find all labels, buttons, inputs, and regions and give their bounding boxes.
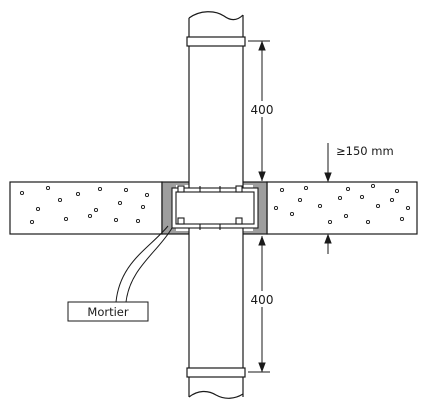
slab-right xyxy=(266,181,418,235)
callout-label: Mortier xyxy=(87,305,128,319)
pipe-collar-top xyxy=(186,36,246,47)
concrete-slab xyxy=(9,181,418,235)
pipe-break-bottom xyxy=(188,390,244,399)
sleeve xyxy=(171,185,259,230)
dimension-bottom-label: 400 xyxy=(251,293,274,307)
dimension-slab-thickness xyxy=(324,143,332,254)
pipe-collar-bottom xyxy=(186,367,246,378)
callout-box xyxy=(67,301,149,322)
slab-thickness-label: ≥150 mm xyxy=(336,144,394,158)
slab-left xyxy=(9,181,163,235)
pipe-break-top xyxy=(188,11,244,21)
callout-leader xyxy=(115,225,173,303)
aggregate-dots xyxy=(19,183,411,225)
dimension-top-label: 400 xyxy=(251,103,274,117)
